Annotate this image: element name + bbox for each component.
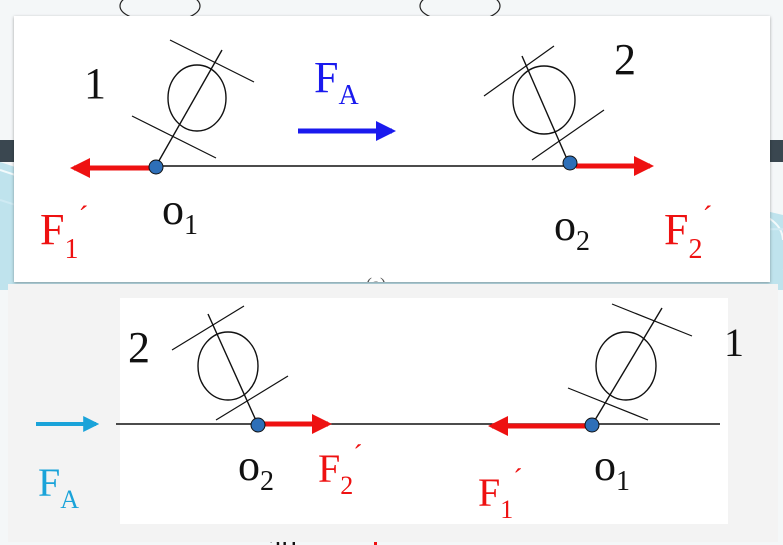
body-2	[483, 45, 605, 167]
body-2-label: 2	[128, 323, 150, 372]
pivot-o2	[562, 155, 578, 171]
pivot-o1	[148, 159, 164, 175]
diagram-b: 2 1 FA o2 o1 F2´ F1´	[36, 303, 744, 524]
force-f2-prime-label: F2´	[318, 440, 363, 500]
body-2-label: 2	[614, 35, 636, 84]
pivot-o1-label: o1	[162, 185, 198, 241]
pivot-o2	[250, 417, 266, 433]
body-1-label: 1	[84, 59, 106, 108]
body-2	[171, 305, 289, 426]
force-fa-label: FA	[38, 460, 79, 514]
force-f1-prime-label: F1´	[478, 464, 523, 524]
pivot-o2-label: o2	[238, 441, 274, 497]
force-f1-prime-label: F1´	[40, 200, 88, 265]
pivot-o1	[584, 417, 600, 433]
diagram-a: 1 2 FA o1 o2 F1´ F2´ (a)	[40, 35, 712, 282]
caption-fragment: (a)	[366, 274, 386, 282]
diagram-b-panel: 2 1 FA o2 o1 F2´ F1´	[8, 284, 778, 542]
body-1	[131, 39, 255, 167]
body-1-label: 1	[724, 320, 744, 365]
pivot-o2-label: o2	[554, 201, 590, 257]
pivot-o1-label: o1	[594, 441, 630, 497]
force-f2-prime-label: F2´	[664, 200, 712, 265]
force-fa-label: FA	[314, 53, 359, 111]
body-1	[567, 303, 693, 426]
diagram-a-panel: 1 2 FA o1 o2 F1´ F2´ (a)	[14, 16, 770, 282]
